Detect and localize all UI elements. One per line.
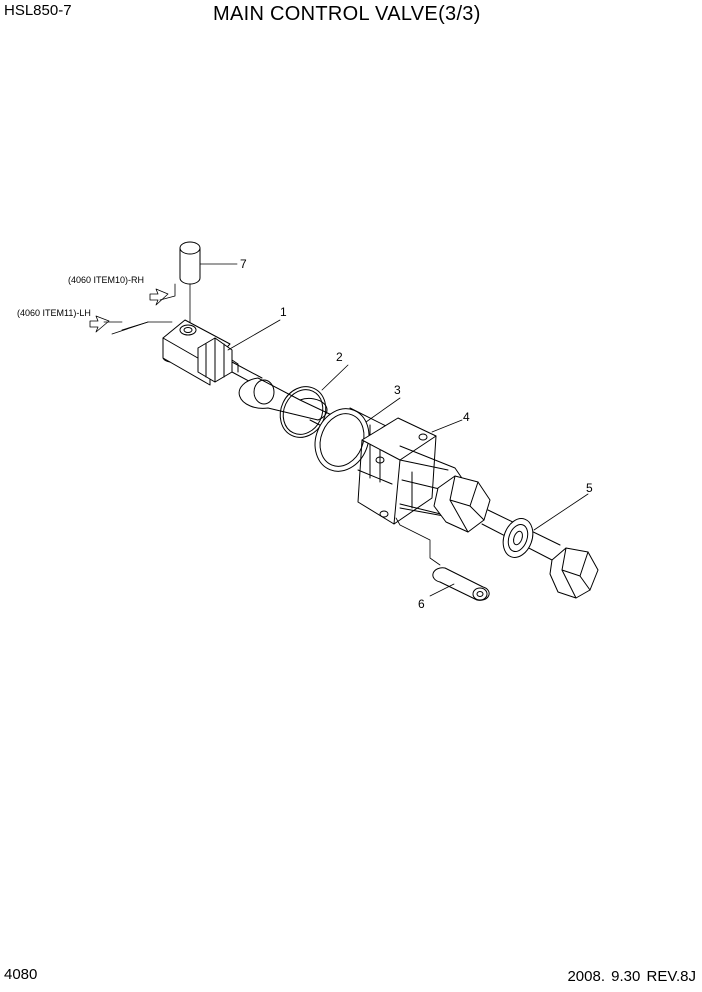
page-title: MAIN CONTROL VALVE(3/3) (213, 3, 481, 25)
reference-arrows (89, 283, 176, 333)
page-number: 4080 (4, 966, 38, 983)
leader-lines (227, 319, 589, 597)
callout-7: 7 (240, 257, 247, 271)
part-1-valve-body (111, 319, 263, 387)
callout-1: 1 (280, 305, 287, 319)
callout-5: 5 (586, 481, 593, 495)
part-4-flange (357, 417, 491, 533)
reference-lh-label: (4060 ITEM11)-LH (17, 308, 91, 318)
callout-4: 4 (463, 410, 470, 424)
callout-6: 6 (418, 597, 425, 611)
part-7-plug (179, 241, 201, 285)
part-6-plug (395, 517, 490, 601)
part-5-washer-nut (502, 518, 599, 599)
model-code: HSL850-7 (4, 2, 72, 19)
revision-date: 2008. 9.30 REV.8J (567, 968, 696, 985)
callout-3: 3 (394, 383, 401, 397)
callout-2: 2 (336, 350, 343, 364)
reference-rh-label: (4060 ITEM10)-RH (68, 275, 144, 285)
